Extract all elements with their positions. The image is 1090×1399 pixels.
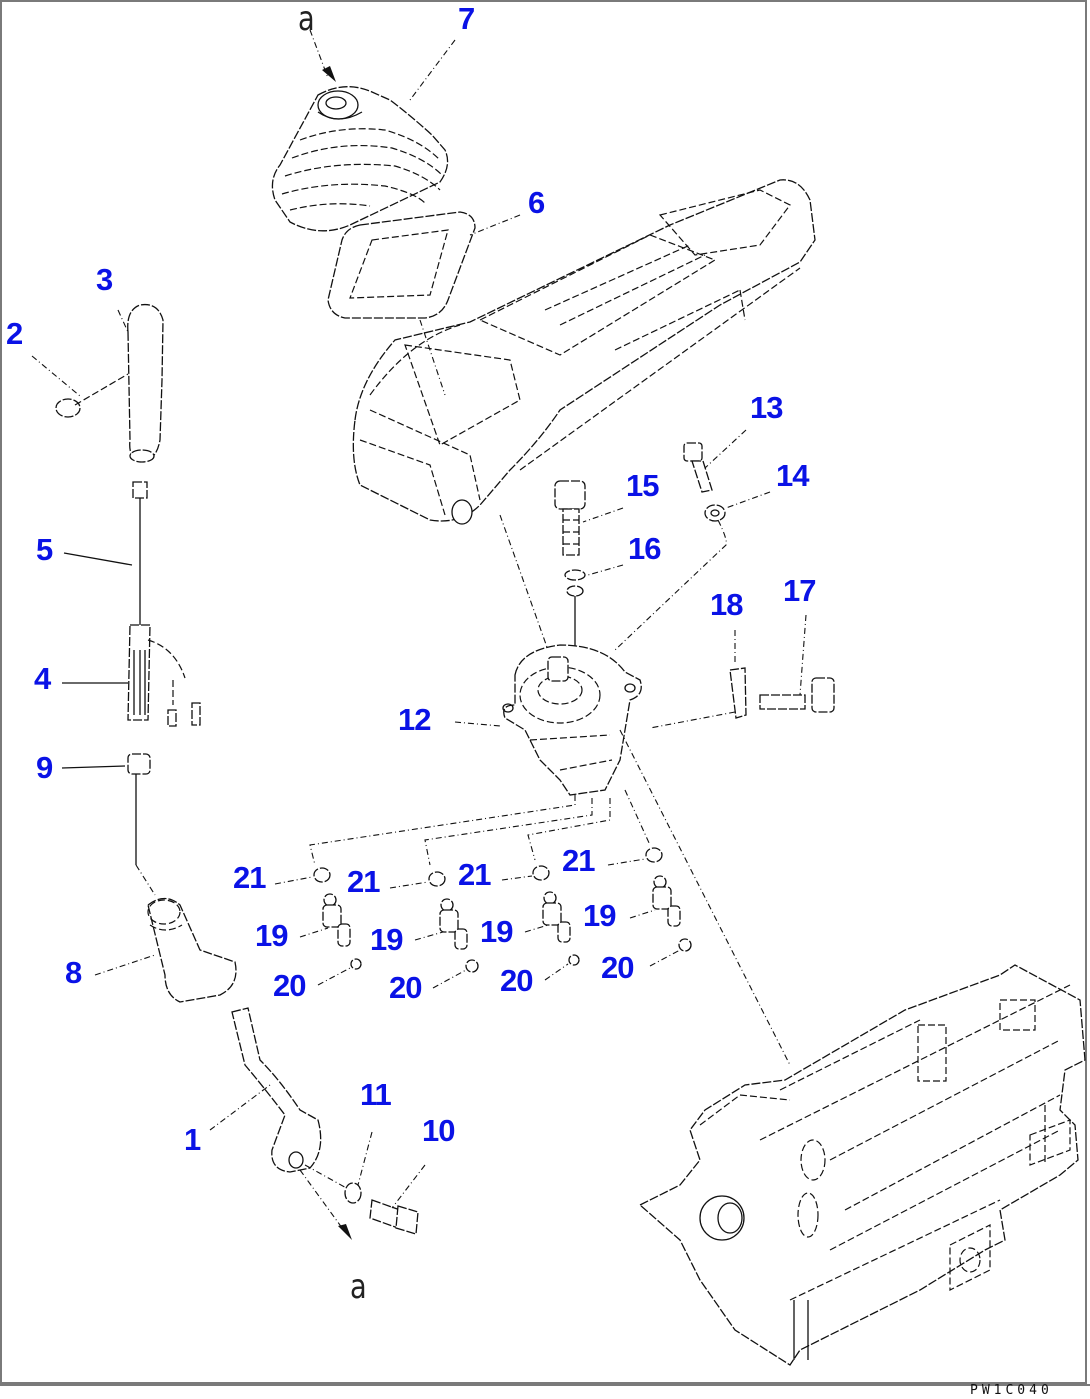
console-to-valve-line bbox=[499, 514, 549, 651]
leader-3 bbox=[117, 309, 129, 333]
callout-8: 8 bbox=[65, 955, 82, 990]
leader-15 bbox=[582, 507, 624, 523]
screw-part-2 bbox=[55, 373, 129, 418]
callout-4: 4 bbox=[34, 661, 51, 696]
callout-17: 17 bbox=[783, 573, 816, 608]
bolt-part-10 bbox=[369, 1199, 419, 1235]
callout-11: 11 bbox=[360, 1077, 392, 1112]
leader-14 bbox=[725, 491, 771, 509]
callout-20d: 20 bbox=[601, 950, 634, 985]
leader-10 bbox=[391, 1164, 426, 1209]
reference-mark-a-bottom: a bbox=[350, 1267, 367, 1307]
leader-7 bbox=[409, 39, 456, 101]
pin-part-18 bbox=[729, 667, 747, 719]
leader-8 bbox=[94, 954, 156, 976]
knob-part-3 bbox=[127, 303, 164, 463]
drawing-id: PW1C040 bbox=[970, 1383, 1053, 1398]
leader-14-to-valve bbox=[614, 519, 727, 651]
callout-7: 7 bbox=[458, 1, 475, 36]
callout-20b: 20 bbox=[389, 970, 422, 1005]
arrowhead-icon bbox=[322, 66, 336, 82]
callout-20c: 20 bbox=[500, 963, 533, 998]
leader-plate-to-console bbox=[419, 319, 446, 396]
rod-link-dot bbox=[135, 864, 156, 896]
port-connection-lines bbox=[309, 729, 791, 1066]
lower-boot-part-8 bbox=[147, 897, 237, 1003]
bolt-part-15 bbox=[554, 480, 586, 556]
leader-21a bbox=[274, 876, 313, 885]
callout-6: 6 bbox=[528, 185, 545, 220]
boot-part-7 bbox=[271, 86, 449, 232]
leader-12 bbox=[454, 721, 501, 727]
nut-part-9 bbox=[127, 753, 151, 775]
callout-12: 12 bbox=[398, 702, 431, 737]
leader-21d bbox=[607, 858, 646, 866]
leader-19d bbox=[629, 909, 656, 919]
bolt-part-13 bbox=[683, 442, 713, 493]
callout-15: 15 bbox=[626, 468, 659, 503]
sensor-parts-19 bbox=[322, 875, 681, 950]
leader-18-to-valve bbox=[649, 711, 736, 729]
washer-part-11 bbox=[344, 1182, 362, 1204]
callout-20a: 20 bbox=[273, 968, 306, 1003]
leader-2 bbox=[31, 355, 81, 397]
callout-18: 18 bbox=[710, 587, 743, 622]
callout-3: 3 bbox=[96, 262, 113, 297]
grip-part-4 bbox=[127, 624, 201, 727]
leader-20c bbox=[544, 963, 569, 981]
valve-part-12 bbox=[502, 644, 642, 796]
console-housing bbox=[352, 179, 816, 525]
callout-19d: 19 bbox=[583, 898, 616, 933]
washer-part-14 bbox=[704, 504, 726, 522]
arrowhead-icon bbox=[338, 1224, 352, 1240]
leader-19a bbox=[299, 927, 329, 938]
leader-20d bbox=[649, 949, 681, 967]
frame-bracket bbox=[638, 964, 1086, 1366]
callout-10: 10 bbox=[422, 1113, 455, 1148]
callout-21c: 21 bbox=[458, 857, 491, 892]
leader-21c bbox=[501, 875, 533, 881]
lever-part-1 bbox=[231, 1007, 322, 1173]
oring-parts-20 bbox=[350, 938, 692, 973]
callout-14: 14 bbox=[776, 458, 809, 493]
leader-17 bbox=[799, 614, 807, 696]
callout-13: 13 bbox=[750, 390, 783, 425]
leader-ref-a-bottom bbox=[299, 1169, 346, 1233]
callout-5: 5 bbox=[36, 532, 53, 567]
callout-19a: 19 bbox=[255, 918, 288, 953]
leader-11 bbox=[357, 1131, 373, 1186]
oring-parts-21 bbox=[313, 847, 663, 887]
leader-16 bbox=[587, 564, 624, 576]
callout-1: 1 bbox=[184, 1122, 201, 1157]
callout-19b: 19 bbox=[370, 922, 403, 957]
leader-20a bbox=[317, 967, 351, 986]
lever-rod-part-5 bbox=[132, 481, 148, 625]
plate-part-6 bbox=[327, 211, 476, 319]
callout-16: 16 bbox=[628, 531, 661, 566]
callout-21a: 21 bbox=[233, 860, 266, 895]
washer-part-16 bbox=[564, 569, 586, 597]
leader-6 bbox=[469, 214, 521, 236]
callout-9: 9 bbox=[36, 750, 53, 785]
callout-2: 2 bbox=[6, 316, 23, 351]
leader-19b bbox=[414, 931, 444, 941]
leader-5 bbox=[63, 552, 133, 566]
callout-19c: 19 bbox=[480, 914, 513, 949]
leader-19c bbox=[524, 924, 549, 933]
leader-21b bbox=[389, 881, 429, 889]
leader-1 bbox=[209, 1084, 271, 1131]
leader-13 bbox=[704, 429, 747, 469]
reference-mark-a-top: a bbox=[298, 0, 315, 39]
leader-20b bbox=[432, 969, 467, 989]
leader-washer-link bbox=[304, 1164, 351, 1191]
diagram-footer bbox=[0, 1384, 1090, 1399]
bolt-part-17 bbox=[759, 677, 835, 713]
callout-21b: 21 bbox=[347, 864, 380, 899]
callout-21d: 21 bbox=[562, 843, 595, 878]
leader-9 bbox=[61, 765, 126, 769]
